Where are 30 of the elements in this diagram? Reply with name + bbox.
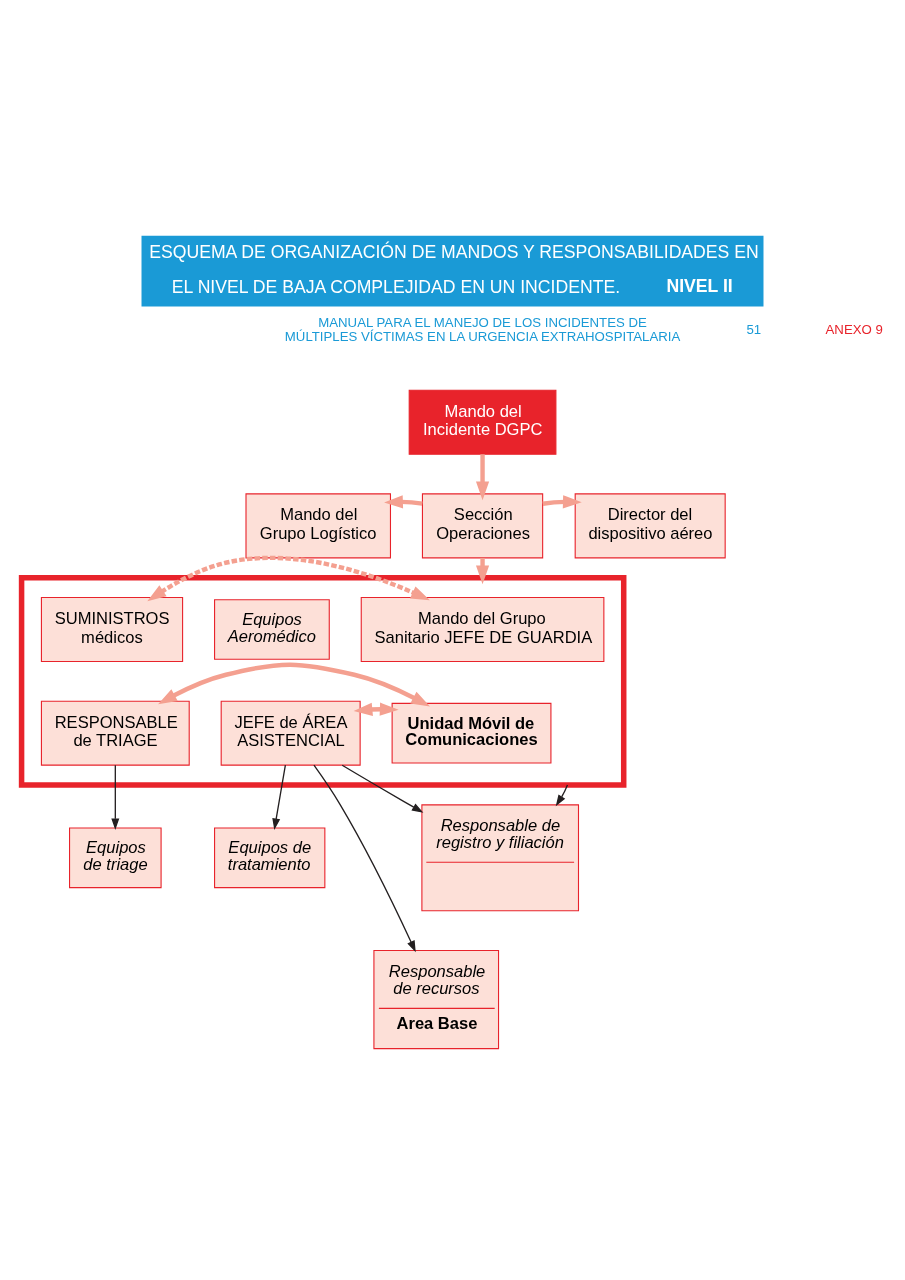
diagram-title: ESQUEMA DE ORGANIZACIÓN DE MANDOS Y RESPONSABILIDADES EN EL NIVEL DE BAJA COMPLEJIDAD EN UN INCIDENTE. NIVEL II [149,241,759,297]
arrow [384,495,423,509]
node-box: Mando del Grupo Sanitario JEFE DE GUARDIA [360,597,605,663]
node-box: Equipos de tratamiento [214,827,326,889]
cluster [18,574,627,788]
node-box: Mando del Incidente DGPC [408,389,557,455]
arrow [158,662,430,707]
label: MANUAL PARA EL MANEJO DE LOS INCIDENTES DE MÚLTIPLES VÍCTIMAS EN LA URGENCIA EXTRAHOSPITALARIA [284,314,681,345]
arrow [147,555,430,602]
node-box: JEFE de ÁREA ASISTENCIAL [220,700,361,766]
node-box: Equipos de triage [69,827,162,889]
node-box: Sección Operaciones [421,493,544,559]
arrow [542,495,582,509]
node-box: Responsable de registro y filiación [421,804,580,912]
arrow [475,454,490,501]
arrow [353,702,399,716]
node-box: SUMINISTROS médicos [40,597,184,663]
node-box: Mando del Grupo Logístico [245,493,392,559]
label: ANEXO 9 [825,322,883,338]
node-box: Responsable de recursos Area Base [373,949,500,1050]
arrow [475,557,490,585]
node-box: RESPONSABLE de TRIAGE [40,700,190,766]
arrow [111,764,120,830]
arrow [555,784,569,807]
node-box: Director del dispositivo aéreo [574,493,726,559]
node-box: Equipos Aeromédico [214,599,330,660]
arrow [341,764,424,813]
arrow [313,764,416,953]
node-box: Unidad Móvil de Comunicaciones [391,702,552,764]
label: 51 [746,322,762,338]
